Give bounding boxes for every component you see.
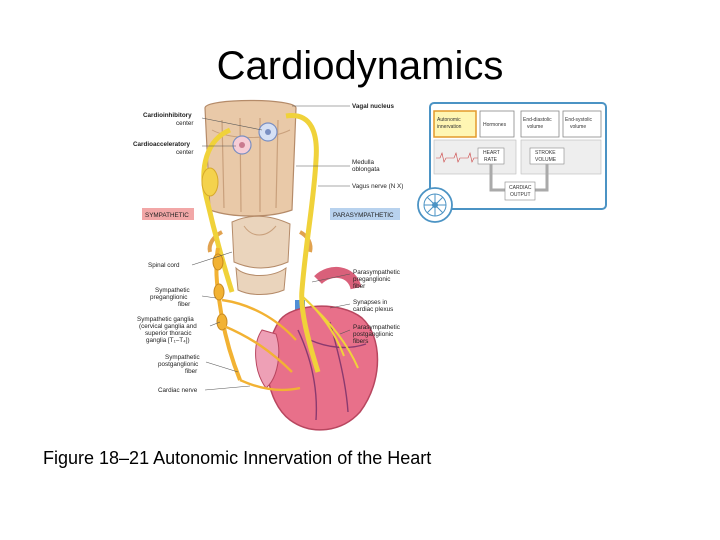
- inset-wheel-hub: [432, 202, 438, 208]
- sympathetic-box: [142, 208, 194, 220]
- heart-illustration: [255, 267, 379, 431]
- label-postganglionic-line1: Sympathetic: [165, 354, 200, 361]
- inset-autonomic-line2: innervation: [437, 124, 462, 130]
- inset-hr-line2: RATE: [484, 157, 498, 163]
- label-preganglionic-line2: preganglionic: [150, 294, 187, 301]
- label-preganglionic-line3: fiber: [178, 301, 190, 308]
- label-vagus-nerve: Vagus nerve (N X): [352, 183, 403, 190]
- label-sympathetic: SYMPATHETIC: [145, 212, 189, 219]
- inset-esv-line1: End-systolic: [565, 117, 592, 123]
- spinal-cord-illustration: [207, 215, 313, 295]
- label-para-pre-line2: preganglionic: [353, 276, 390, 283]
- label-spinal-cord: Spinal cord: [148, 262, 180, 269]
- inset-edv-line1: End-diastolic: [523, 117, 552, 123]
- aortic-arch: [314, 267, 362, 290]
- sympathetic-ganglion-2: [213, 283, 225, 301]
- inset-hormones-box: [479, 110, 515, 138]
- inset-sv-line1: STROKE: [535, 150, 556, 156]
- label-medulla-line2: oblongata: [352, 166, 380, 173]
- inset-hormones-label: Hormones: [483, 122, 507, 128]
- vagus-nerve-right: [285, 113, 321, 373]
- label-ganglia-line4: ganglia [T₁–T₄]): [146, 337, 190, 344]
- label-cardioacceleratory-line2: center: [176, 149, 194, 156]
- inset-autonomic-box: [433, 110, 477, 138]
- label-postganglionic-line3: fiber: [185, 368, 197, 375]
- inset-co-line2: OUTPUT: [510, 192, 531, 198]
- figure-caption: Figure 18–21 Autonomic Innervation of th…: [43, 448, 432, 468]
- label-para-post-line2: postganglionic: [353, 331, 393, 338]
- parasympathetic-box: [330, 208, 400, 220]
- label-cardioacceleratory-line1: Cardioacceleratory: [133, 141, 191, 148]
- inset-sv-line2: VOLUME: [535, 157, 557, 163]
- medulla-oblongata-illustration: [204, 99, 297, 217]
- inset-edv-line2: volume: [527, 124, 543, 130]
- label-cardioinhibitory-line1: Cardioinhibitory: [143, 112, 192, 119]
- label-synapses-line1: Synapses in: [353, 299, 388, 306]
- parasympathetic-postganglionic-fibers: [301, 295, 359, 369]
- inset-flowchart: Autonomic innervation Hormones End-diast…: [417, 102, 607, 223]
- inset-edv-box: [520, 110, 560, 138]
- label-synapses-line2: cardiac plexus: [353, 306, 393, 313]
- label-ganglia-line3: superior thoracic: [145, 330, 192, 337]
- inset-esv-box: [562, 110, 602, 138]
- label-para-pre-line1: Parasympathetic: [353, 269, 400, 276]
- label-preganglionic-line1: Sympathetic: [155, 287, 190, 294]
- inset-co-line1: CARDIAC: [509, 185, 532, 191]
- inset-flow-arrows: [489, 164, 549, 192]
- sympathetic-ganglion-1: [212, 253, 224, 271]
- label-para-post-line1: Parasympathetic: [353, 324, 400, 331]
- label-ganglia-line1: Sympathetic ganglia: [137, 316, 194, 323]
- vagal-ganglion: [201, 167, 219, 197]
- label-parasympathetic: PARASYMPATHETIC: [333, 212, 394, 219]
- inset-hr-line1: HEART: [483, 150, 500, 156]
- sympathetic-postganglionic-fibers: [221, 298, 301, 392]
- inset-ecg-trace: [436, 151, 484, 163]
- inset-co-box: [504, 181, 536, 201]
- label-cardiac-nerve: Cardiac nerve: [158, 387, 198, 394]
- label-medulla-line1: Medulla: [352, 159, 375, 166]
- slide-title: Cardiodynamics: [216, 44, 504, 88]
- nerve-pathways: [201, 113, 359, 392]
- label-ganglia-line2: (cervical ganglia and: [139, 323, 197, 330]
- inset-esv-line2: volume: [570, 124, 586, 130]
- leader-lines: [191, 105, 351, 391]
- label-vagal-nucleus: Vagal nucleus: [352, 103, 394, 110]
- left-labels: Cardioinhibitory center Cardioaccelerato…: [133, 112, 200, 394]
- label-para-post-line3: fibers: [353, 338, 368, 345]
- label-para-pre-line3: fiber: [353, 283, 365, 290]
- label-postganglionic-line2: postganglionic: [158, 361, 198, 368]
- inset-autonomic-line1: Autonomic: [437, 117, 461, 123]
- right-labels: Vagal nucleus Medulla oblongata Vagus ne…: [330, 103, 403, 345]
- label-cardioinhibitory-line2: center: [176, 120, 194, 127]
